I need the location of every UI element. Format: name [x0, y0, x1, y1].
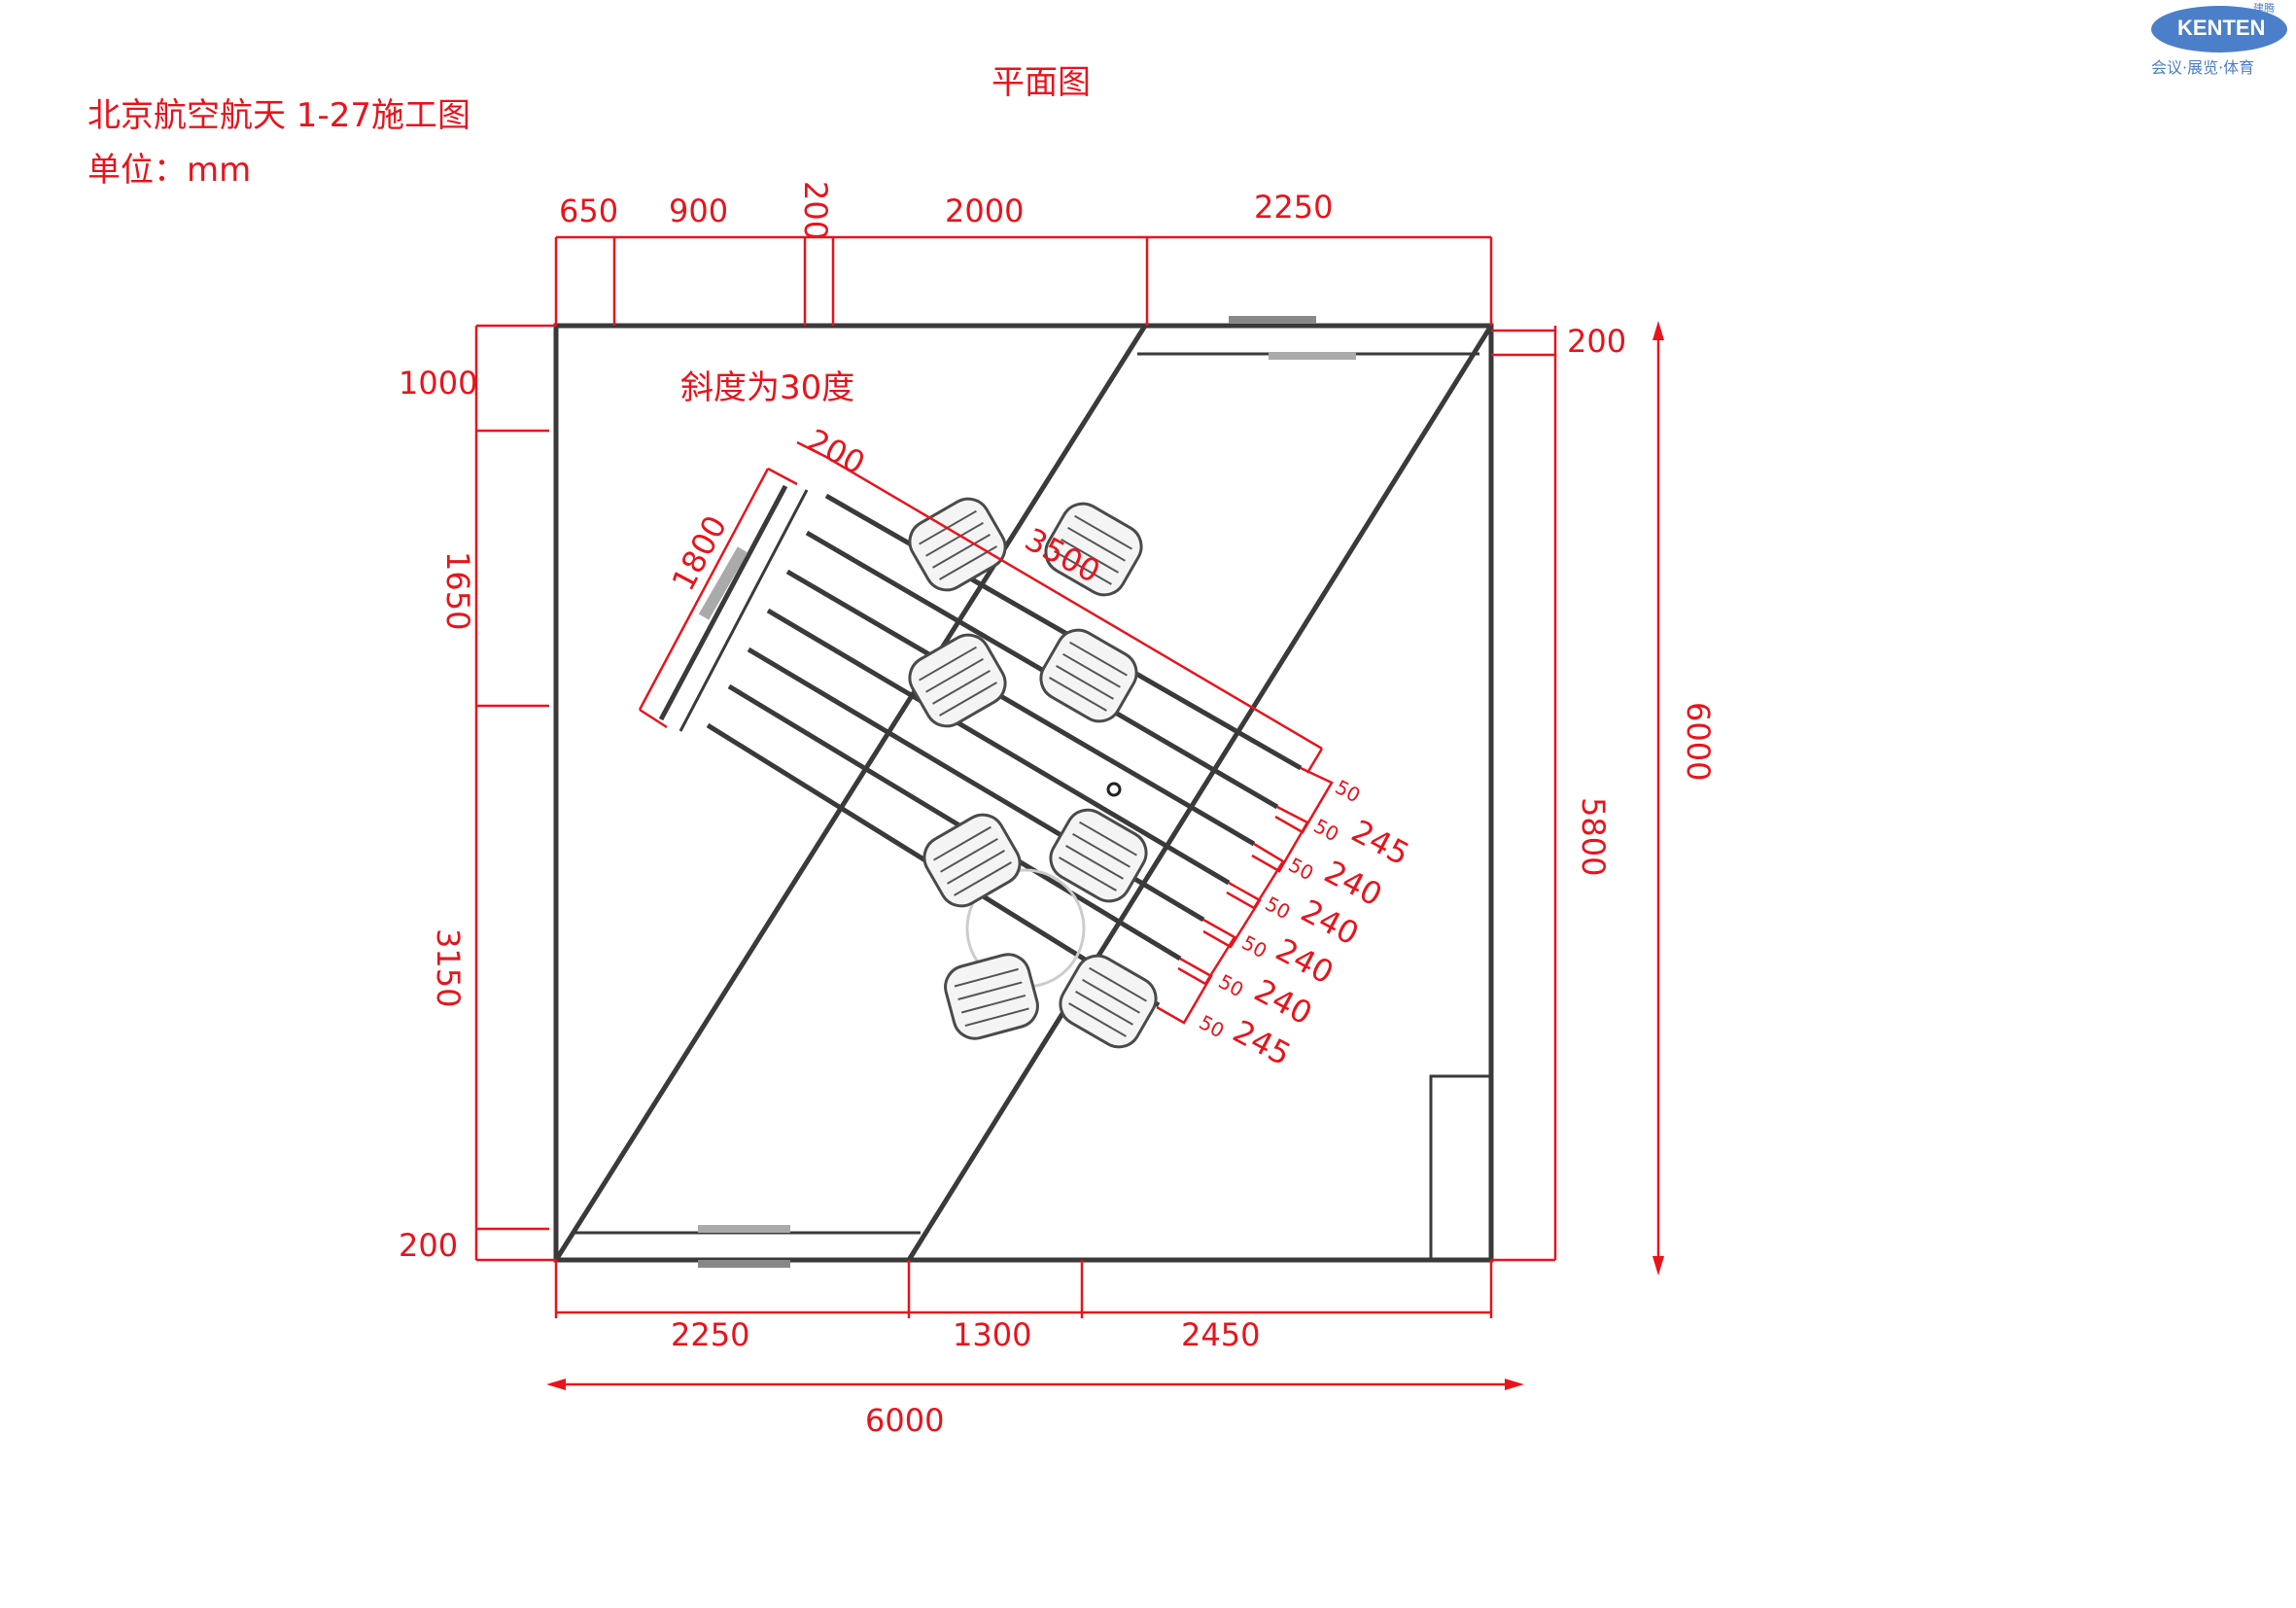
- step-gap-label: 50: [1196, 1010, 1229, 1042]
- dim-top-2000: 2000: [945, 192, 1024, 229]
- dim-top-900: 900: [669, 192, 728, 229]
- bottom-door-marker: [698, 1225, 790, 1233]
- dim-left-200: 200: [399, 1227, 458, 1264]
- left-dimension-lines: [474, 324, 556, 1262]
- dim-bottom-1300: 1300: [953, 1316, 1031, 1353]
- chair: [1039, 628, 1138, 723]
- chair: [922, 813, 1022, 908]
- logo-chinese: 建腾: [2253, 1, 2275, 15]
- room-outline: [553, 323, 1494, 1263]
- chair: [944, 953, 1039, 1040]
- step-line-6: [727, 683, 1182, 961]
- dim-bottom-2250: 2250: [671, 1316, 749, 1353]
- backdrop-marker: [698, 546, 748, 620]
- step-line-3: [785, 569, 1256, 847]
- floor-socket: [1106, 782, 1122, 797]
- chairs: [908, 497, 1158, 1049]
- step-gap-label: 50: [1310, 814, 1343, 846]
- dim-left-1000: 1000: [399, 365, 477, 402]
- partition-right: [906, 324, 1494, 1262]
- step-gap-label: 50: [1262, 891, 1295, 924]
- drawing-title: 平面图: [991, 63, 1091, 102]
- top-dimension-lines: [554, 235, 1493, 326]
- dim-bottom-2450: 2450: [1181, 1316, 1260, 1353]
- chair: [1059, 954, 1158, 1049]
- dim-stage-200: 200: [801, 422, 871, 482]
- dim-top-650: 650: [559, 192, 618, 229]
- chair: [1044, 502, 1143, 597]
- step-gap-label: 50: [1332, 775, 1365, 807]
- step-gap-label: 50: [1285, 853, 1318, 885]
- chair: [908, 633, 1007, 728]
- right-total-arrow: [1652, 321, 1664, 1276]
- bottom-total-arrow: [546, 1379, 1524, 1390]
- step-line-4: [766, 608, 1231, 886]
- step-gap-label: 50: [1215, 969, 1248, 1001]
- step-line-1: [824, 493, 1303, 771]
- chair: [908, 497, 1007, 592]
- step-dimension-lines: [1156, 766, 1334, 1025]
- top-door-marker-2: [1269, 352, 1356, 360]
- dim-bottom-6000: 6000: [865, 1402, 944, 1439]
- stage-dimension-lines: [638, 440, 1324, 774]
- dim-right-200: 200: [1567, 323, 1626, 360]
- chair: [1049, 808, 1148, 903]
- right-dimension-lines: [1491, 326, 1557, 1262]
- bottom-dimension-lines: [554, 1260, 1493, 1318]
- step-gap-label: 50: [1238, 930, 1271, 962]
- unit-label: 单位：mm: [87, 151, 251, 190]
- logo-slogan: 会议·展览·体育: [2151, 58, 2254, 77]
- storage-cabinet: [1429, 1074, 1493, 1262]
- bottom-door-marker-2: [698, 1260, 790, 1268]
- dim-left-1650: 1650: [439, 551, 476, 630]
- dim-right-5800: 5800: [1575, 797, 1612, 876]
- dim-left-3150: 3150: [430, 928, 467, 1007]
- partition-left: [553, 324, 1148, 1262]
- kenten-logo: KENTEN 建腾 会议·展览·体育: [2151, 1, 2287, 77]
- dim-top-2250: 2250: [1254, 189, 1333, 226]
- top-door-marker: [1229, 316, 1316, 324]
- dim-top-200: 200: [797, 181, 834, 240]
- project-title: 北京航空航天 1-27施工图: [87, 96, 470, 135]
- logo-brand: KENTEN: [2177, 16, 2265, 40]
- dim-right-6000: 6000: [1680, 702, 1717, 781]
- slope-annotation: 斜度为30度: [680, 368, 854, 407]
